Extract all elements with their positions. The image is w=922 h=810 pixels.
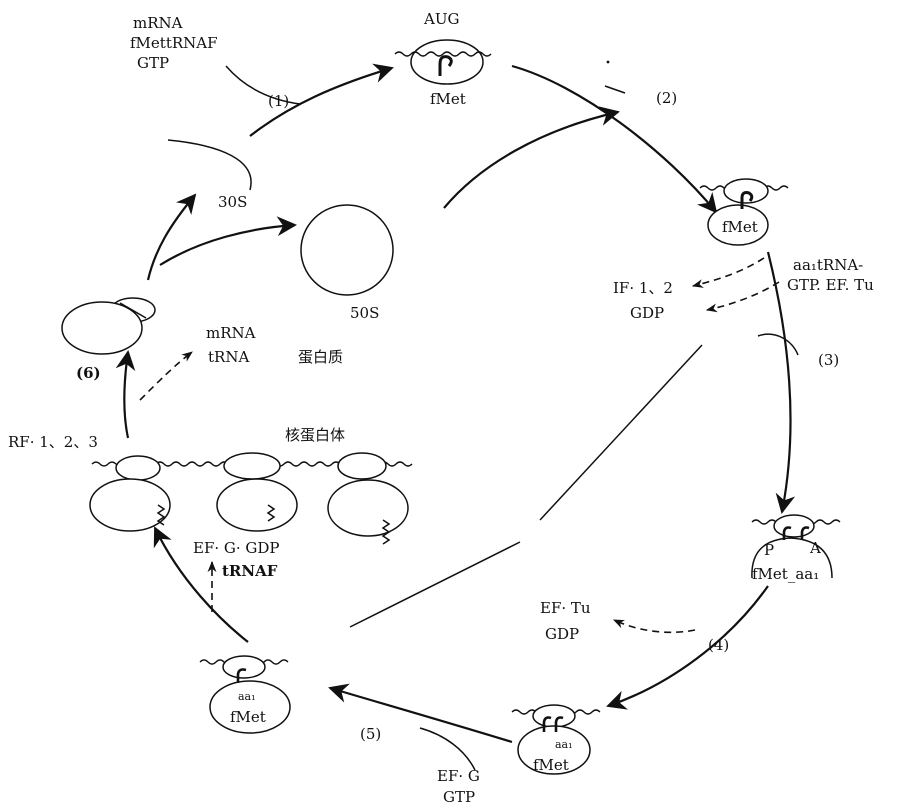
step-4-label: (4) xyxy=(708,636,729,654)
subunit-50s-label: 50S xyxy=(350,304,379,322)
ribosome-1-small xyxy=(116,456,160,480)
step-2-tick xyxy=(605,86,625,93)
small-subunit-ellipse xyxy=(724,179,768,203)
arrow-step-5 xyxy=(330,688,512,742)
arrow-gdp-release xyxy=(707,282,779,310)
if-release-label: IF· 1、2 xyxy=(613,279,673,297)
small-subunit-ellipse xyxy=(774,515,814,537)
eftu-release-label: EF· Tu xyxy=(540,599,591,617)
ribosome-2-small xyxy=(224,453,280,479)
aa1-label: aa₁ xyxy=(555,738,573,751)
subunit-30s-arc xyxy=(168,140,251,190)
arrow-50s-join xyxy=(444,112,618,208)
small-subunit-ellipse xyxy=(223,656,265,678)
arrow-if-release xyxy=(693,258,764,286)
arrow-to-30s xyxy=(148,195,195,280)
p-site-label: P xyxy=(764,541,774,559)
arrow-eftu-release xyxy=(614,620,695,632)
gtp-label: GTP xyxy=(443,788,475,806)
input-fmet-trna: fMettRNAF xyxy=(130,34,218,52)
ribosome-3-large xyxy=(328,480,408,536)
gdp-release-label-2: GDP xyxy=(545,625,579,643)
protein-label: 蛋白质 xyxy=(298,348,343,366)
diagonal-line-upper xyxy=(540,345,702,520)
initiation-complex-30s: AUG fMet xyxy=(395,10,491,108)
complex-pre-translocation: aa₁ fMet xyxy=(512,705,600,774)
arrow-to-50s xyxy=(160,225,295,265)
efg-gdp-label: EF· G· GDP xyxy=(193,539,280,557)
aug-codon-label: AUG xyxy=(423,10,459,28)
subunit-50s-circle xyxy=(301,205,393,295)
polysome: 核蛋白体 xyxy=(90,426,412,544)
arrow-step-6 xyxy=(124,352,128,438)
arrow-step-4 xyxy=(608,586,768,706)
input-gtp: GTP xyxy=(137,54,169,72)
small-subunit-ellipse xyxy=(533,705,575,727)
fmet-label: fMet xyxy=(230,708,266,726)
fmet-label: fMet xyxy=(533,756,569,774)
released-mrna-label: mRNA xyxy=(206,324,256,342)
gtp-eftu-label: GTP. EF. Tu xyxy=(787,276,874,294)
step-3-hook xyxy=(758,334,798,355)
diagonal-line-lower xyxy=(350,542,520,627)
fmet-label: fMet xyxy=(430,90,466,108)
large-subunit-ellipse xyxy=(62,302,142,354)
step-5-label: (5) xyxy=(360,725,381,743)
efg-join-line xyxy=(420,728,475,770)
initiation-inputs: mRNA fMettRNAF GTP xyxy=(130,14,218,72)
aa1-label: aa₁ xyxy=(238,690,256,703)
release-factors-label: RF· 1、2、3 xyxy=(8,433,98,451)
fmet-label: fMet xyxy=(722,218,758,236)
step-3-label: (3) xyxy=(818,351,839,369)
complex-pa-sites: P A fMet_aa₁ xyxy=(752,515,840,583)
released-trna-label: tRNA xyxy=(208,348,249,366)
ribosome-2-large xyxy=(217,479,297,531)
arrow-release-products xyxy=(140,352,192,400)
subunit-30s-label: 30S xyxy=(218,193,247,211)
ribosome-3-small xyxy=(338,453,386,479)
dissociating-ribosome xyxy=(62,298,155,354)
aa-trna-label: aa₁tRNA- xyxy=(793,256,863,274)
complex-70s-initiation: fMet xyxy=(700,179,788,245)
gdp-release-label: GDP xyxy=(630,304,664,322)
complex-post-translocation: aa₁ fMet xyxy=(200,656,290,733)
input-mrna: mRNA xyxy=(133,14,183,32)
small-subunit-ellipse xyxy=(411,40,483,84)
arrow-step-2 xyxy=(512,66,716,212)
efg-label: EF· G xyxy=(437,767,480,785)
fmet-aa1-label: fMet_aa₁ xyxy=(752,565,819,583)
a-site-label: A xyxy=(809,539,821,557)
trnaf-label: tRNAF xyxy=(222,562,278,580)
speck xyxy=(607,61,610,64)
polysome-label: 核蛋白体 xyxy=(285,426,345,444)
step-6-label: (6) xyxy=(76,364,101,382)
step-2-label: (2) xyxy=(656,89,677,107)
